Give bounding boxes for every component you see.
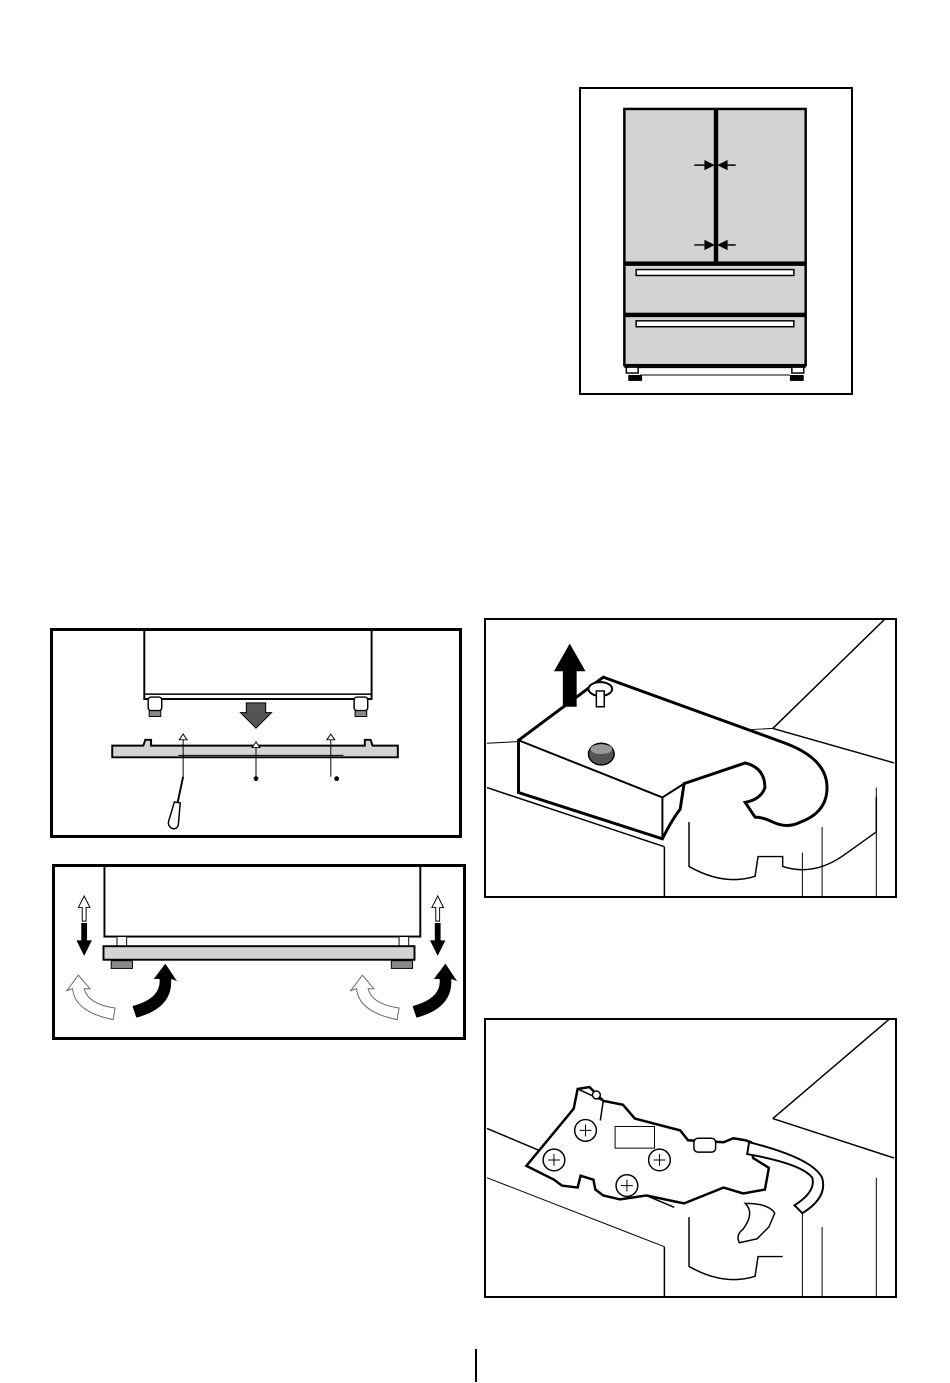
hinge-icon [526, 1087, 823, 1213]
wing-nut-icon [738, 1203, 775, 1242]
page-divider [475, 1349, 477, 1382]
refrigerator-icon [581, 89, 851, 393]
down-arrow-icon [240, 703, 271, 728]
screwdriver-icon [168, 777, 183, 829]
hinge-cover-removal-figure [484, 618, 897, 898]
hinge-bracket-figure [484, 1018, 897, 1298]
kick-plate-fitting-figure [50, 628, 462, 838]
rotate-arrow-icon [67, 964, 457, 1020]
foot-adjustment-figure [52, 864, 466, 1040]
door-alignment-figure [579, 87, 853, 395]
